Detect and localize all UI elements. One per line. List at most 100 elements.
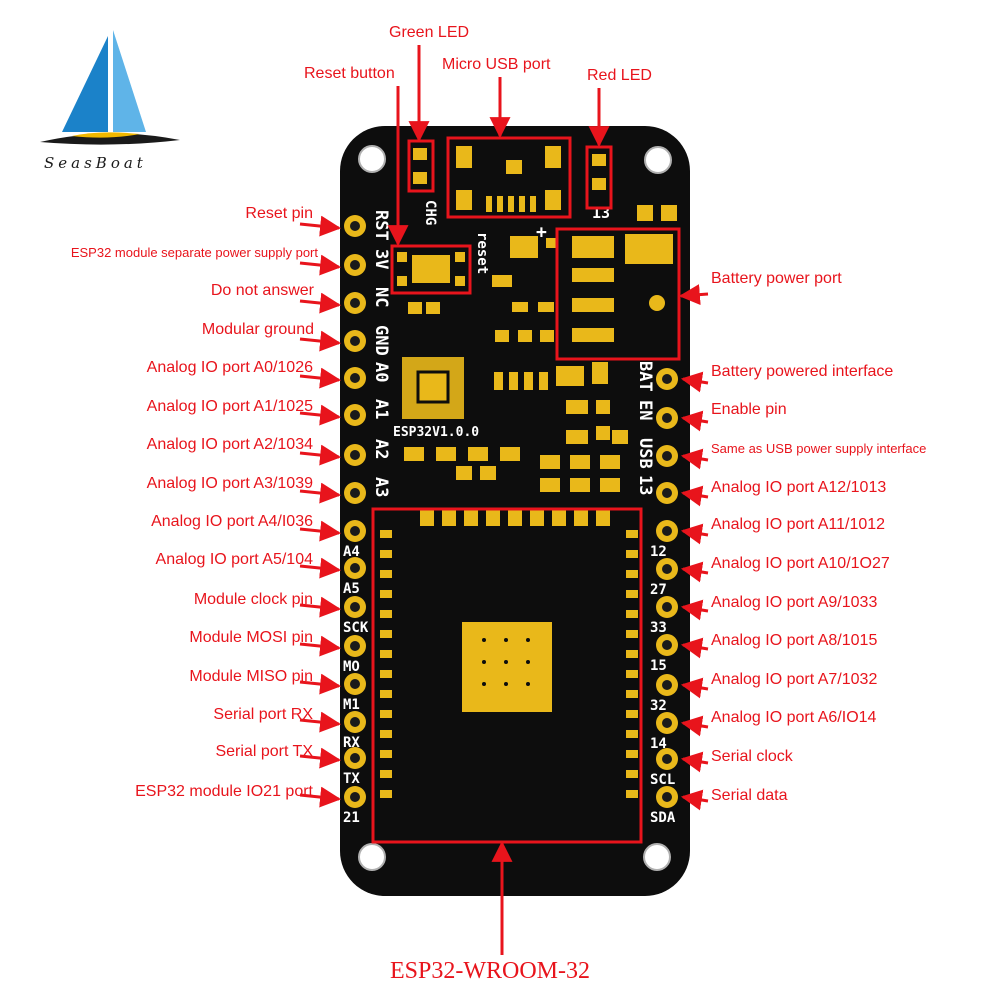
pad-small-b bbox=[661, 205, 677, 221]
left-label: Analog IO port A4/I036 bbox=[151, 513, 313, 530]
left-header-pin-hole bbox=[350, 526, 360, 536]
chip-silk: ESP32V1.0.0 bbox=[393, 425, 479, 440]
module-pad-right bbox=[626, 550, 638, 558]
right-label: Battery powered interface bbox=[711, 363, 893, 380]
pin-silk-label: SDA bbox=[650, 810, 676, 826]
pin-silk-label: 12 bbox=[650, 544, 667, 560]
pin-silk-label: TX bbox=[343, 771, 360, 787]
pin-silk-label: SCK bbox=[343, 620, 369, 636]
left-label: Do not answer bbox=[211, 282, 315, 299]
pin-silk-label: 21 bbox=[343, 810, 360, 826]
module-pad-left bbox=[380, 750, 392, 758]
right-label-arrow bbox=[680, 485, 709, 507]
module-pad-right bbox=[626, 590, 638, 598]
module-pad-right bbox=[626, 610, 638, 618]
pin-silk-label: SCL bbox=[650, 772, 675, 788]
module-pad-left bbox=[380, 610, 392, 618]
module-pad-left bbox=[380, 790, 392, 798]
module-pad-right bbox=[626, 530, 638, 538]
left-header-pin-hole bbox=[350, 792, 360, 802]
module-pad-right bbox=[626, 630, 638, 638]
mount-hole-top-left bbox=[358, 145, 386, 173]
right-label-arrow bbox=[680, 410, 709, 432]
red-led-pad-a bbox=[592, 154, 606, 166]
left-label: ESP32 module IO21 port bbox=[135, 783, 313, 800]
left-label: Modular ground bbox=[202, 321, 314, 338]
module-pad-left bbox=[380, 770, 392, 778]
right-header-pin-hole bbox=[662, 640, 672, 650]
top-annotations: Green LED Reset button Micro USB port Re… bbox=[304, 24, 652, 247]
right-label: Analog IO port A6/IO14 bbox=[711, 709, 877, 726]
left-label-arrow bbox=[299, 367, 342, 389]
module-center-pad bbox=[462, 622, 552, 712]
left-label-arrow bbox=[299, 482, 342, 504]
left-header-pin-hole bbox=[350, 221, 360, 231]
pin-silk-label: 13 bbox=[635, 475, 655, 495]
left-label: Analog IO port A2/1034 bbox=[147, 436, 313, 453]
left-label: Analog IO port A5/104 bbox=[156, 551, 314, 568]
right-header-pin-hole bbox=[662, 451, 672, 461]
right-header-pin-hole bbox=[662, 792, 672, 802]
left-label: ESP32 module separate power supply port bbox=[71, 245, 319, 260]
module-pad-left bbox=[380, 590, 392, 598]
right-label-arrow bbox=[680, 371, 709, 393]
left-header-pin-hole bbox=[350, 373, 360, 383]
right-header-pin-hole bbox=[662, 526, 672, 536]
module-pad-right bbox=[626, 650, 638, 658]
module-pad-right bbox=[626, 730, 638, 738]
pin-silk-label: A3 bbox=[371, 477, 391, 497]
mount-hole-top-right bbox=[644, 146, 672, 174]
reset-button-box bbox=[390, 244, 472, 295]
right-header-pin-hole bbox=[662, 602, 672, 612]
left-label-arrow bbox=[299, 786, 342, 808]
battery-connector-pads bbox=[572, 234, 673, 342]
right-header-pin-hole bbox=[662, 754, 672, 764]
reset-button-pads bbox=[397, 252, 465, 286]
left-header-pin-hole bbox=[350, 563, 360, 573]
pad-small-a bbox=[637, 205, 653, 221]
right-label-arrow bbox=[680, 523, 709, 545]
left-label-arrow bbox=[299, 635, 342, 657]
module-pad-left bbox=[380, 710, 392, 718]
module-pad-right bbox=[626, 690, 638, 698]
bottom-annotation: ESP32-WROOM-32 bbox=[390, 840, 590, 984]
right-label: Analog IO port A11/1012 bbox=[711, 516, 885, 533]
module-pad-right bbox=[626, 790, 638, 798]
right-label-arrow bbox=[680, 637, 709, 659]
right-label-arrow bbox=[680, 751, 709, 773]
pin-silk-label: 33 bbox=[650, 620, 667, 636]
right-label-arrow bbox=[680, 789, 709, 811]
green-led-pad-b bbox=[413, 172, 427, 184]
esp32-chip bbox=[402, 357, 464, 419]
module-left-pads bbox=[380, 530, 392, 798]
wave-icon bbox=[72, 132, 140, 138]
red-led-pad-b bbox=[592, 178, 606, 190]
mount-hole-bottom-left bbox=[358, 843, 386, 871]
module-pad-right bbox=[626, 670, 638, 678]
module-center-vias bbox=[482, 638, 530, 686]
module-pad-right bbox=[626, 570, 638, 578]
left-header-pin-hole bbox=[350, 336, 360, 346]
left-label: Module clock pin bbox=[194, 591, 313, 608]
brand-name: SeasBoat bbox=[44, 154, 147, 172]
pin-silk-label: 14 bbox=[650, 736, 667, 752]
right-label-arrow bbox=[678, 284, 709, 306]
left-label-arrow bbox=[299, 215, 342, 237]
right-label: Battery power port bbox=[711, 270, 842, 287]
pin-silk-label: A5 bbox=[343, 581, 360, 597]
sail-dark-icon bbox=[62, 36, 108, 132]
pin-silk-label: MO bbox=[343, 659, 360, 675]
pin-silk-label: NC bbox=[371, 287, 391, 307]
right-label-arrow bbox=[680, 715, 709, 737]
plus-silk: + bbox=[536, 222, 547, 243]
module-top-pads bbox=[420, 510, 610, 526]
pin-silk-label: 3V bbox=[371, 249, 391, 269]
right-header-pin-hole bbox=[662, 413, 672, 423]
left-label: Analog IO port A3/1039 bbox=[147, 475, 313, 492]
left-header-pin-hole bbox=[350, 410, 360, 420]
pin-silk-label: A2 bbox=[371, 439, 391, 459]
left-label-arrow bbox=[299, 520, 342, 542]
left-label-arrow bbox=[299, 330, 342, 352]
right-label: Analog IO port A8/1015 bbox=[711, 632, 877, 649]
